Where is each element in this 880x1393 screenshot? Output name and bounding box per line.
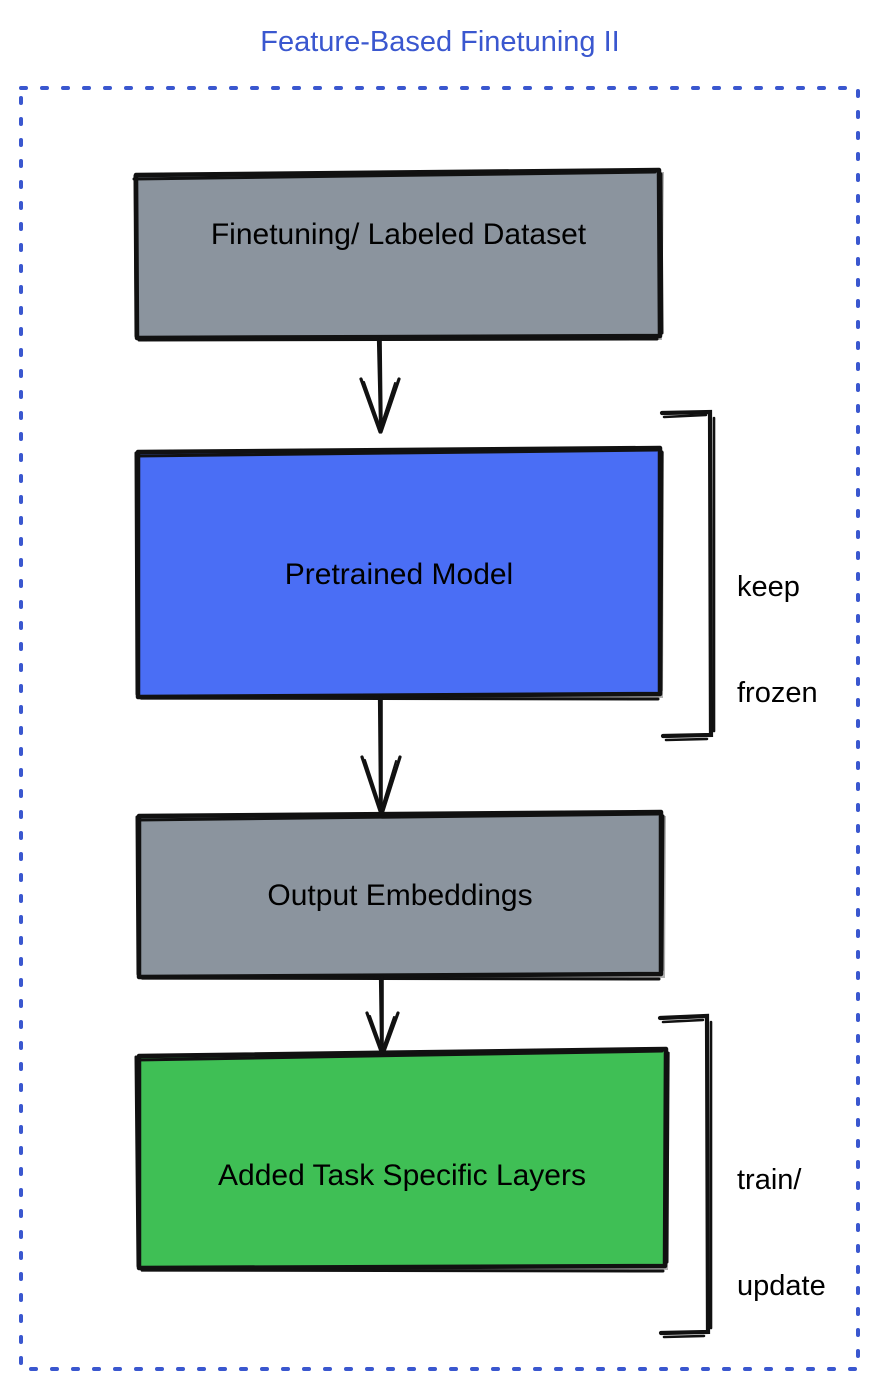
node-pretrained-fill	[138, 449, 660, 696]
node-task-outline-sketch	[134, 1049, 670, 1273]
annotation-keep-frozen: keep frozen	[737, 499, 867, 782]
annotation-keep-frozen-line2: frozen	[737, 676, 818, 709]
edge-dataset-to-pretrained	[359, 337, 401, 434]
annotation-keep-frozen-line1: keep	[737, 570, 800, 603]
bracket-train-update	[657, 1013, 713, 1339]
node-pretrained-label: Pretrained Model	[284, 558, 514, 591]
node-dataset-fill	[136, 170, 660, 338]
node-task-outline	[136, 1046, 669, 1271]
node-task[interactable]	[134, 1046, 670, 1273]
node-embeddings-fill	[139, 813, 661, 976]
bracket-keep-frozen	[659, 409, 716, 742]
node-dataset-label: Finetuning/ Labeled Dataset	[210, 218, 587, 251]
node-embeddings-outline-sketch	[135, 812, 665, 981]
node-dataset[interactable]	[132, 167, 664, 342]
node-pretrained-outline-sketch	[134, 448, 664, 701]
node-task-label: Added Task Specific Layers	[218, 1159, 586, 1192]
annotation-train-update-line1: train/	[737, 1163, 802, 1196]
page-title: Feature-Based Finetuning II	[260, 26, 620, 58]
node-pretrained[interactable]	[134, 445, 664, 701]
node-embeddings[interactable]	[135, 809, 666, 981]
node-task-fill	[138, 1049, 666, 1268]
edge-pretrained-to-embeddings	[360, 695, 402, 816]
node-dataset-outline-sketch	[132, 170, 664, 342]
annotation-train-update: train/ update	[737, 1092, 877, 1375]
dashed-container-border	[19, 86, 860, 1371]
annotation-train-update-line2: update	[737, 1269, 826, 1302]
edge-embeddings-to-task	[365, 975, 400, 1056]
node-embeddings-label: Output Embeddings	[267, 879, 533, 912]
